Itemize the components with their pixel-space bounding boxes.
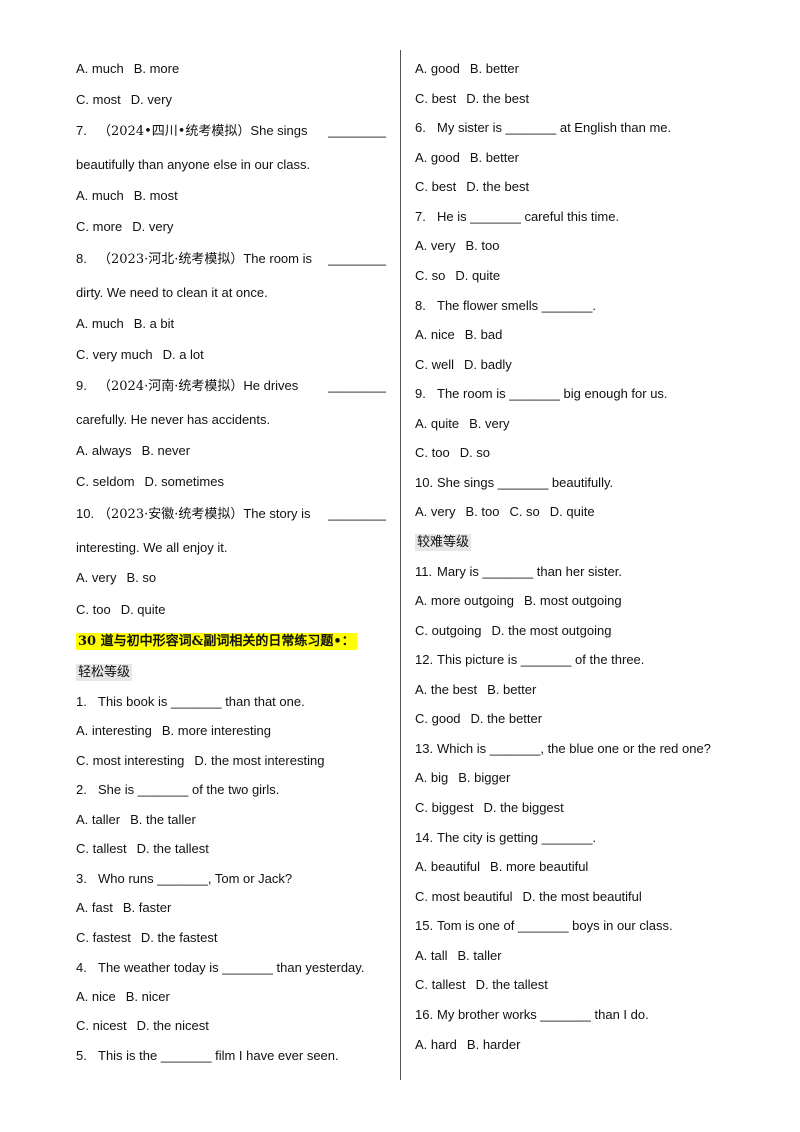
level-heading-hard: 较难等级 xyxy=(415,534,472,551)
option-b: B. more xyxy=(133,61,180,76)
answer-blank: ________ xyxy=(328,123,386,138)
question-e3: 3.Who runs _______, Tom or Jack? xyxy=(76,871,293,886)
question-9: 9.（2024·河南·统考模拟）He drives________ xyxy=(76,378,386,394)
answer-blank: ________ xyxy=(328,378,386,393)
option-d: D. very xyxy=(130,92,172,107)
answer-blank: ________ xyxy=(328,251,386,266)
question-h14: 14.The city is getting _______. xyxy=(415,830,596,845)
question-h15: 15.Tom is one of _______ boys in our cla… xyxy=(415,918,673,933)
question-e1: 1.This book is _______ than that one. xyxy=(76,694,305,709)
answer-blank: ________ xyxy=(328,506,386,521)
question-e2: 2.She is _______ of the two girls. xyxy=(76,782,280,797)
question-h11: 11.Mary is _______ than her sister. xyxy=(415,564,622,579)
question-e9: 9.The room is _______ big enough for us. xyxy=(415,386,668,401)
question-source: （2024·河南·统考模拟） xyxy=(98,379,244,394)
section-title: 30 道与初中形容词&副词相关的日常练习题•： xyxy=(76,633,357,650)
question-7: 7.（2024•四川•统考模拟）She sings________ xyxy=(76,123,386,139)
question-e10: 10.She sings _______ beautifully. xyxy=(415,475,614,490)
question-10-cont: interesting. We all enjoy it. xyxy=(76,540,228,555)
question-8-cont: dirty. We need to clean it at once. xyxy=(76,285,268,300)
question-source: （2024•四川•统考模拟） xyxy=(98,124,251,139)
question-source: （2023·河北·统考模拟） xyxy=(98,252,244,267)
question-e6: 6.My sister is _______ at English than m… xyxy=(415,120,672,135)
option-a: A. much xyxy=(76,61,124,76)
column-divider xyxy=(400,50,401,1080)
question-e5: 5.This is the _______ film I have ever s… xyxy=(76,1048,339,1063)
question-e7: 7.He is _______ careful this time. xyxy=(415,209,620,224)
question-h12: 12.This picture is _______ of the three. xyxy=(415,652,645,667)
question-e4: 4.The weather today is _______ than yest… xyxy=(76,960,365,975)
question-h16: 16.My brother works _______ than I do. xyxy=(415,1007,649,1022)
level-heading-easy: 轻松等级 xyxy=(76,664,133,681)
question-e8: 8.The flower smells _______. xyxy=(415,298,596,313)
question-9-cont: carefully. He never has accidents. xyxy=(76,412,271,427)
question-7-cont: beautifully than anyone else in our clas… xyxy=(76,157,311,172)
options-row: A. much B. more xyxy=(76,61,179,77)
options-row: C. most D. very xyxy=(76,92,172,108)
question-8: 8.（2023·河北·统考模拟）The room is________ xyxy=(76,251,386,267)
question-h13: 13.Which is _______, the blue one or the… xyxy=(415,741,711,756)
question-10: 10.（2023·安徽·统考模拟）The story is________ xyxy=(76,506,386,522)
option-c: C. most xyxy=(76,92,121,107)
question-source: （2023·安徽·统考模拟） xyxy=(98,507,244,522)
